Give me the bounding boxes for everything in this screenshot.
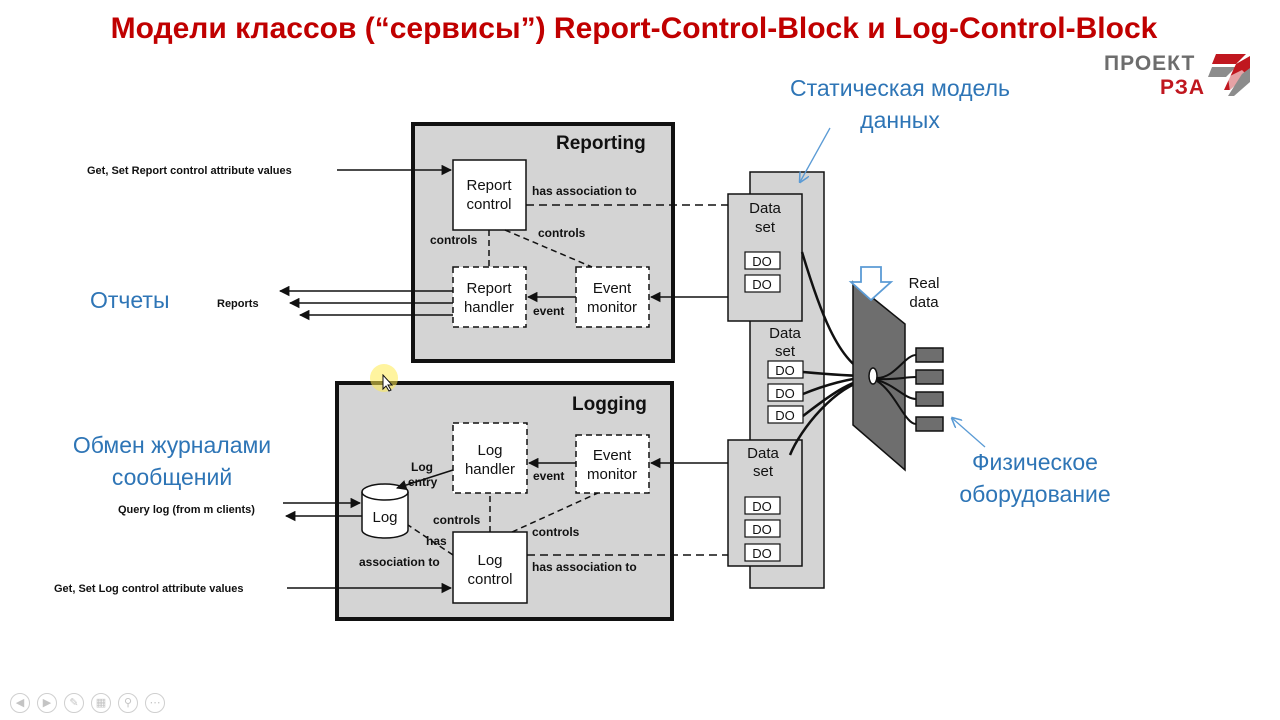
log-controls-right-label: controls [532, 525, 580, 539]
log-has-label: has [426, 534, 447, 548]
logging-event-monitor-line2: monitor [587, 466, 637, 483]
slides-icon[interactable]: ▦ [91, 693, 111, 713]
static-model-annotation: Статическая модель данных [760, 72, 1040, 136]
logging-event-monitor-box [575, 434, 650, 494]
logo-line2: РЗА [1160, 76, 1206, 99]
log-control-box [452, 531, 528, 604]
do-3-3-label: DO [752, 546, 772, 561]
log-handler-line1: Log [477, 442, 502, 459]
physical-device-panel [852, 280, 906, 472]
do-3-2 [744, 519, 781, 538]
logo-line1: ПРОЕКТ [1104, 52, 1196, 75]
real-data-line2: data [909, 294, 939, 311]
report-controls-left-label: controls [430, 233, 478, 247]
zoom-icon[interactable]: ⚲ [118, 693, 138, 713]
physical-equipment-pointer [952, 418, 986, 448]
reporting-event-monitor-line1: Event [593, 280, 632, 297]
reporting-event-monitor-line2: monitor [587, 299, 637, 316]
log-exchange-line2: сообщений [111, 464, 233, 490]
log-control-line2: control [467, 571, 512, 588]
do-1-1 [744, 251, 781, 270]
physical-connectors [876, 347, 944, 432]
do-1-1-label: DO [752, 254, 772, 269]
logging-event-monitor-line1: Event [593, 447, 632, 464]
report-handler-box [452, 266, 527, 328]
static-model-pointer [800, 127, 831, 182]
data-set-1-label-line2: set [755, 219, 776, 236]
log-handler-line2: handler [465, 461, 515, 478]
real-data-line1: Real [909, 275, 940, 292]
mouse-cursor-icon [382, 374, 394, 392]
logo-stripes-icon [1208, 54, 1250, 96]
do-3-1-label: DO [752, 499, 772, 514]
log-event-label: event [533, 469, 564, 483]
project-rza-logo: ПРОЕКТ РЗА [1098, 48, 1258, 104]
do-2-2 [767, 383, 804, 402]
do-2-1 [767, 360, 804, 379]
logging-title: Logging [572, 394, 647, 415]
do-1-2 [744, 274, 781, 293]
real-data-in-arrow-icon [848, 266, 894, 302]
do-3-2-label: DO [752, 522, 772, 537]
reporting-title: Reporting [556, 133, 646, 154]
data-set-2-label-line2: set [775, 343, 796, 360]
do-2-3-label: DO [775, 408, 795, 423]
page-title: Модели классов (“сервисы”) Report-Contro… [110, 12, 1158, 45]
slide-controls: ◀ ▶ ✎ ▦ ⚲ ⋯ [10, 693, 172, 715]
log-control-line1: Log [477, 552, 502, 569]
pen-icon[interactable]: ✎ [64, 693, 84, 713]
report-control-line2: control [466, 196, 511, 213]
data-set-3-label-line2: set [753, 463, 774, 480]
report-event-label: event [533, 304, 564, 318]
data-set-1-label-line1: Data [749, 200, 781, 217]
log-association-line [407, 524, 454, 556]
report-controls-monitor-line [504, 229, 593, 268]
log-entry-arrow [396, 469, 454, 491]
next-slide-icon[interactable]: ▶ [37, 693, 57, 713]
report-control-box [452, 159, 527, 231]
do-1-2-label: DO [752, 277, 772, 292]
pointer-highlight [370, 364, 398, 392]
physical-line1: Физическое [972, 449, 1098, 475]
log-controls-monitor-line [511, 492, 599, 533]
log-exchange-line1: Обмен журналами [72, 432, 272, 458]
report-handler-line1: Report [466, 280, 512, 297]
log-get-set-label: Get, Set Log control attribute values [54, 583, 243, 595]
log-entry-line1: Log [411, 460, 433, 474]
wire-port [868, 367, 878, 385]
log-controls-label: controls [433, 513, 481, 527]
log-label: Log [372, 509, 397, 526]
query-log-label: Query log (from m clients) [118, 504, 255, 516]
log-handler-box [452, 422, 528, 494]
report-controls-right-label: controls [538, 226, 586, 240]
data-set-2-label-line1: Data [769, 325, 801, 342]
log-exchange-annotation: Обмен журналами сообщений [52, 429, 292, 493]
do-2-1-label: DO [775, 363, 795, 378]
reporting-event-monitor-box [575, 266, 650, 328]
physical-line2: оборудование [959, 481, 1111, 507]
more-icon[interactable]: ⋯ [145, 693, 165, 713]
report-control-line1: Report [466, 177, 512, 194]
do-3-3 [744, 543, 781, 562]
do-2-2-label: DO [775, 386, 795, 401]
prev-slide-icon[interactable]: ◀ [10, 693, 30, 713]
reports-annotation: Отчеты [90, 287, 170, 313]
report-handler-line2: handler [464, 299, 514, 316]
data-set-3-label-line1: Data [747, 445, 779, 462]
do-3-1 [744, 496, 781, 515]
static-model-line2: данных [860, 107, 940, 133]
report-association-label: has association to [532, 184, 637, 198]
physical-equipment-annotation: Физическое оборудование [930, 446, 1140, 510]
report-get-set-label: Get, Set Report control attribute values [87, 165, 292, 177]
log-control-association-label: has association to [532, 560, 637, 574]
log-association-to-label: association to [359, 555, 440, 569]
reports-label: Reports [217, 298, 259, 310]
log-entry-line2: entry [408, 475, 438, 489]
static-model-line1: Статическая модель [790, 75, 1010, 101]
